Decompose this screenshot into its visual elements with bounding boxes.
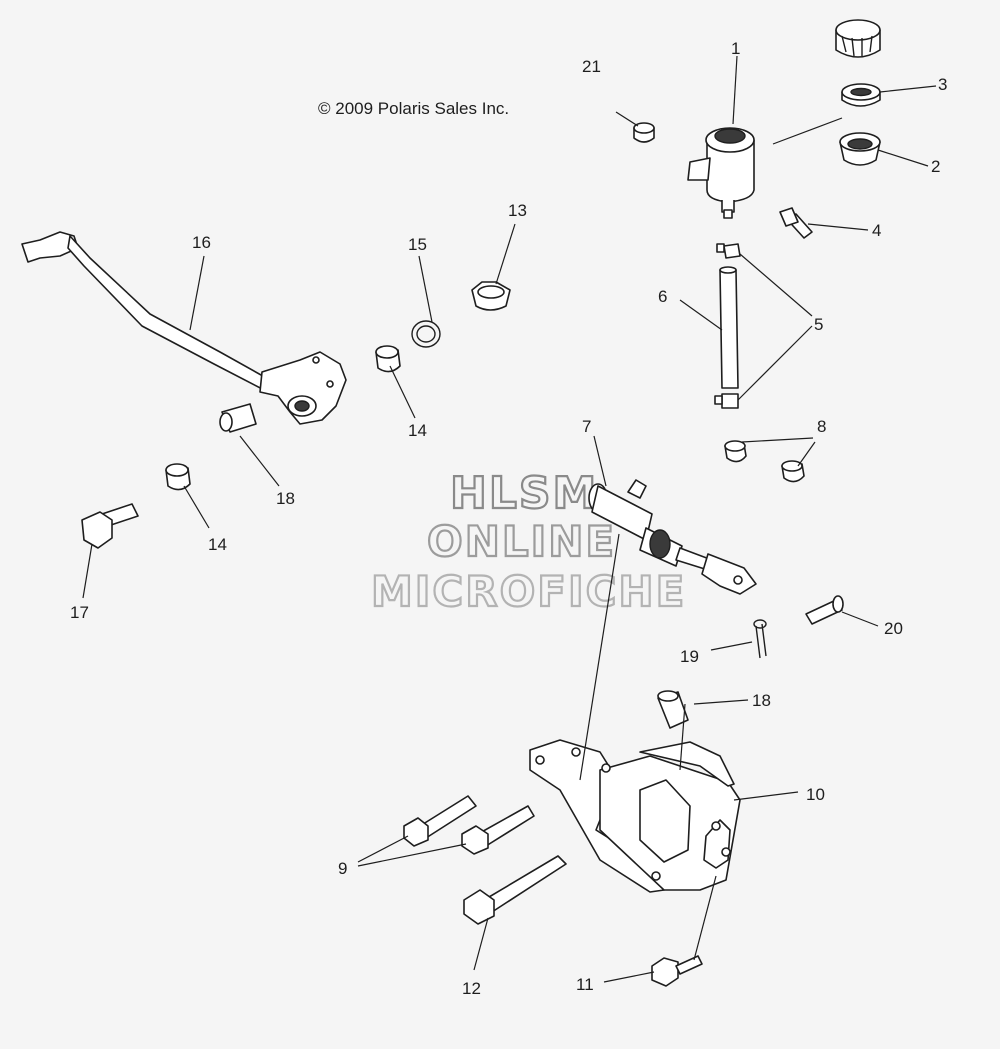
callout-1: 1 [731, 39, 740, 58]
part-clamp-5-bottom[interactable] [714, 393, 739, 409]
part-bushing-14-upper[interactable] [375, 345, 401, 373]
callout-18-upper: 18 [276, 489, 295, 508]
watermark-line-3: MICROFICHE [371, 567, 686, 616]
callout-7: 7 [582, 417, 591, 436]
callout-6: 6 [658, 287, 667, 306]
callout-19: 19 [680, 647, 699, 666]
callout-17: 17 [70, 603, 89, 622]
callout-16: 16 [192, 233, 211, 252]
part-bushing-14-lower[interactable] [165, 463, 191, 491]
callout-11: 11 [576, 975, 594, 994]
callout-14-lower: 14 [208, 535, 227, 554]
callout-21: 21 [582, 57, 601, 76]
callout-12: 12 [462, 979, 481, 998]
part-flange-bolt-11[interactable] [651, 955, 703, 987]
callout-5: 5 [814, 315, 823, 334]
part-spacer-18-lower[interactable] [657, 690, 689, 729]
part-spacer-18-upper[interactable] [219, 403, 257, 433]
watermark-line-1: HLSM [450, 468, 598, 519]
part-reservoir[interactable] [687, 127, 755, 219]
leader-lines [82, 55, 937, 983]
part-grommet-8a[interactable] [724, 440, 747, 463]
watermark: HLSM ONLINE MICROFICHE [370, 467, 686, 617]
callout-2: 2 [931, 157, 940, 176]
callout-3: 3 [938, 75, 947, 94]
part-nut-21[interactable] [633, 122, 655, 143]
part-bolt-17[interactable] [81, 503, 139, 549]
callout-15: 15 [408, 235, 427, 254]
copyright-text: © 2009 Polaris Sales Inc. [318, 99, 509, 118]
part-clevis-pin-20[interactable] [805, 595, 844, 625]
part-bracket-10[interactable] [529, 739, 741, 893]
callout-13: 13 [508, 201, 527, 220]
callout-4: 4 [872, 221, 881, 240]
part-clamp-5-top[interactable] [716, 243, 741, 259]
callout-14-upper: 14 [408, 421, 427, 440]
watermark-line-2: ONLINE [427, 517, 616, 566]
part-reservoir-cap[interactable] [835, 19, 881, 58]
part-plate[interactable] [839, 132, 881, 166]
part-spring-clip-15[interactable] [411, 320, 441, 348]
part-brake-rod-16[interactable] [21, 231, 347, 425]
part-bolt-9a[interactable] [403, 795, 477, 847]
callout-8: 8 [817, 417, 826, 436]
part-cotter-pin-19[interactable] [753, 619, 767, 659]
callout-20: 20 [884, 619, 903, 638]
callout-9: 9 [338, 859, 347, 878]
callout-18-lower: 18 [752, 691, 771, 710]
callout-10: 10 [806, 785, 825, 804]
part-master-cylinder-7[interactable] [588, 479, 757, 595]
part-diaphragm[interactable] [841, 83, 881, 107]
callout-labels: 1 2 3 4 5 6 7 8 9 10 11 12 13 14 14 15 1… [70, 39, 947, 998]
part-hose-6[interactable] [719, 266, 739, 389]
part-nut-13[interactable] [471, 281, 511, 311]
part-grommet-8b[interactable] [781, 460, 805, 483]
part-bolt-12[interactable] [463, 855, 567, 925]
part-screw-4[interactable] [779, 207, 813, 239]
part-bolt-9b[interactable] [461, 805, 535, 855]
